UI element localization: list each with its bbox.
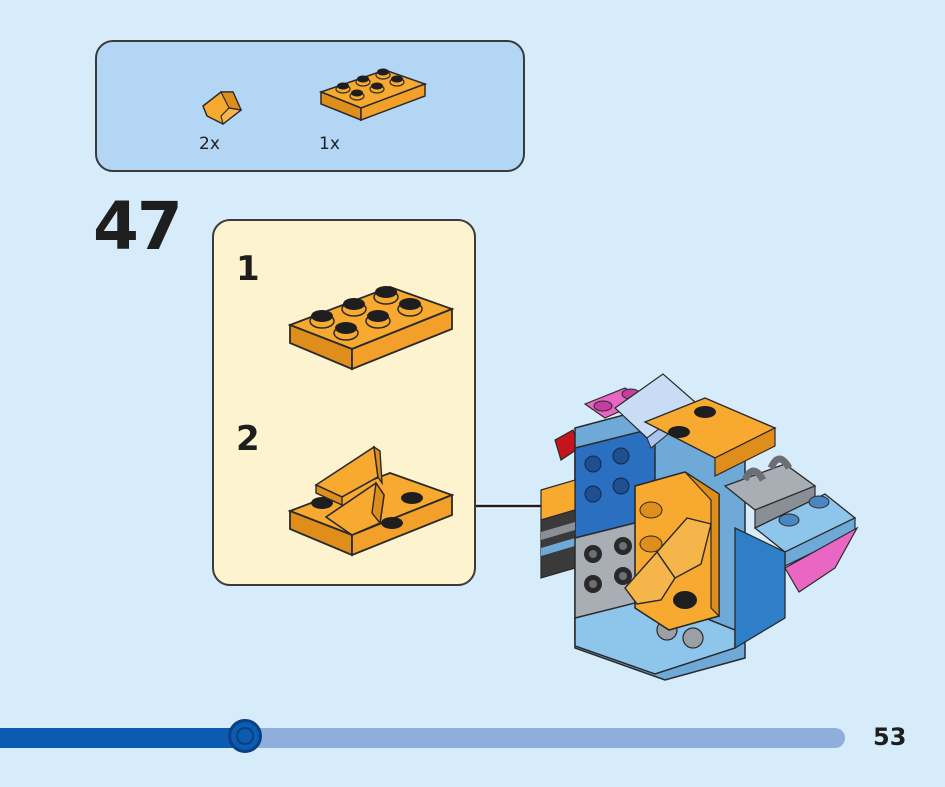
model-illustration [540,373,859,681]
substep-2-plate-slopes-icon [287,445,455,557]
slope-brick-icon [202,91,243,126]
substep-1-plate-icon [287,286,455,371]
substep-2-number: 2 [236,419,260,459]
step-number: 47 [93,188,183,265]
substep-1-number: 1 [236,249,260,289]
plate-2x4-icon [318,68,428,122]
part-2-quantity: 1x [319,134,340,154]
substeps-box: 1 2 [212,219,476,586]
progress-knob[interactable] [228,719,263,753]
page-number: 53 [873,723,907,751]
parts-list-box: 2x 1x [95,40,525,172]
progress-fill [0,728,246,748]
part-1-quantity: 2x [199,134,220,154]
progress-bar[interactable] [0,719,845,753]
